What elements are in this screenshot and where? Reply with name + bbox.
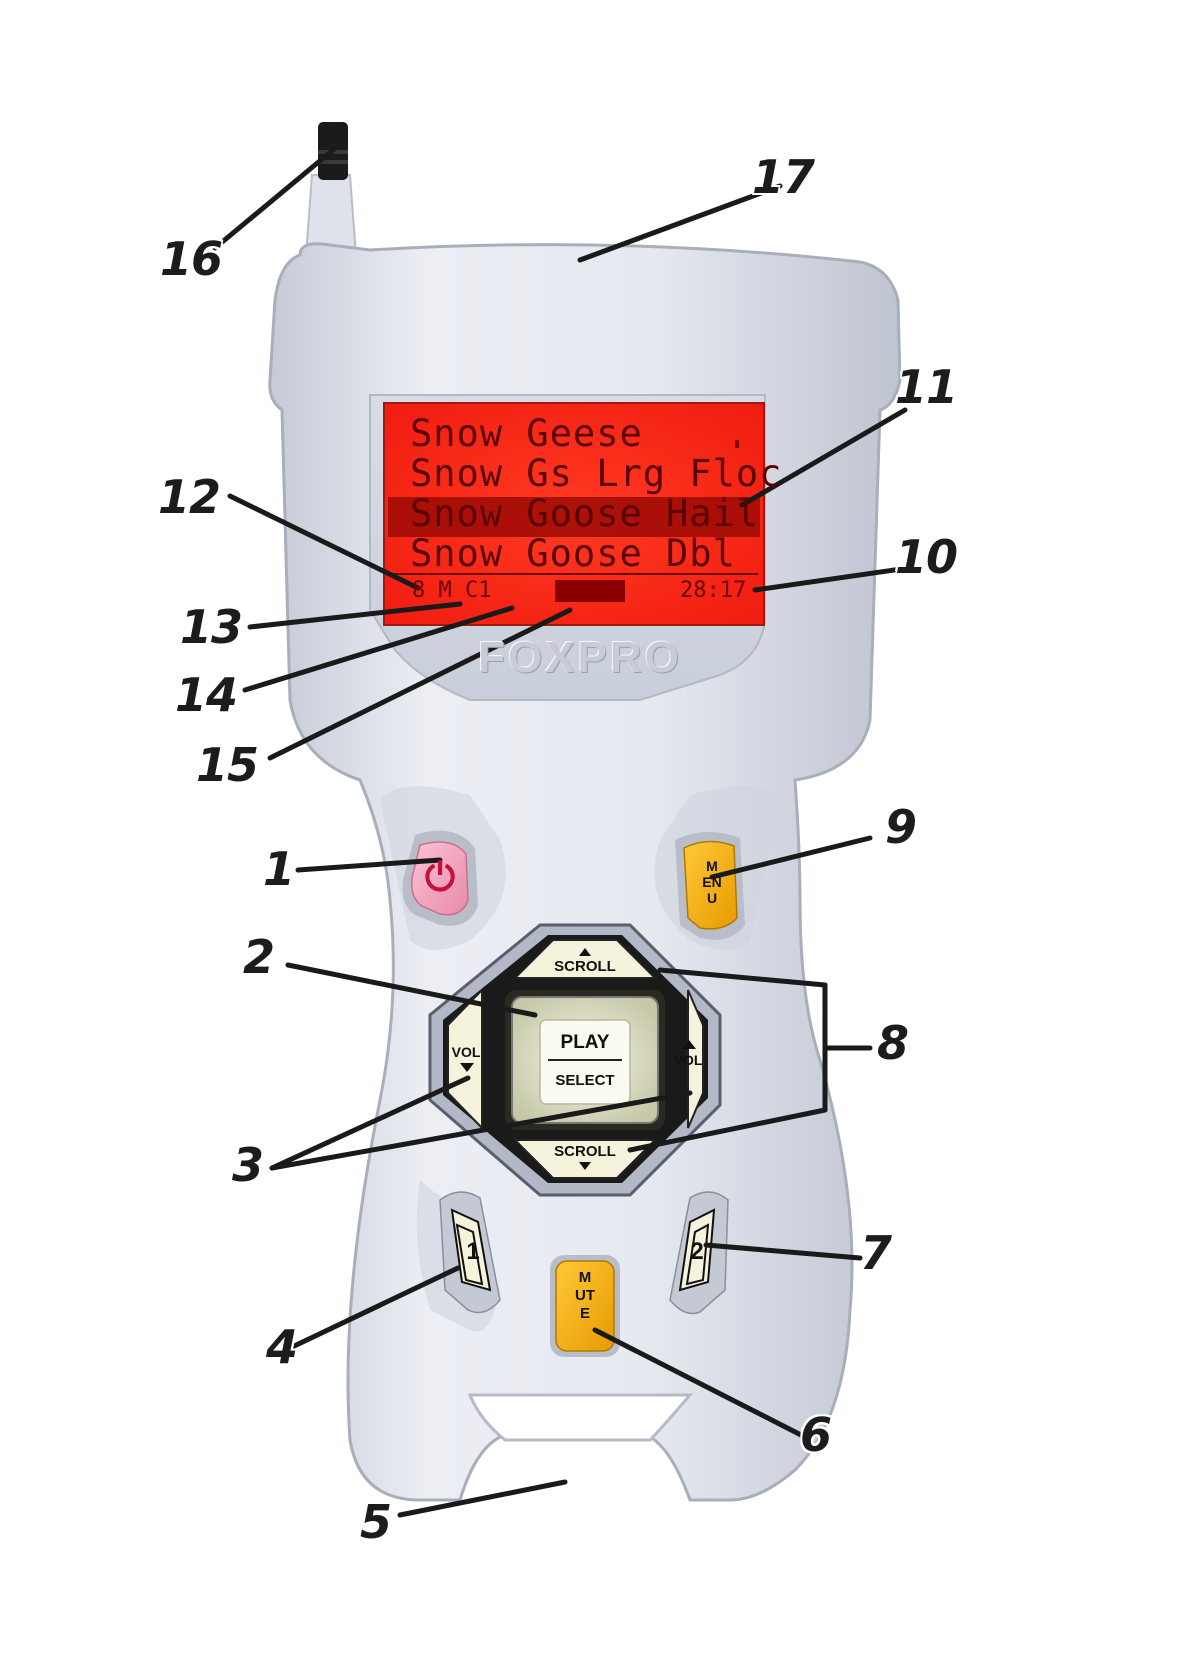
callout-3: 3 [232, 1138, 264, 1192]
callout-14: 14 [175, 668, 238, 722]
callout-7: 7 [860, 1226, 892, 1280]
vol-up-label: VOL [673, 1052, 703, 1068]
antenna [304, 122, 358, 264]
fav1-label: 1 [466, 1238, 480, 1265]
callout-9: 9 [885, 800, 917, 854]
menu-button[interactable]: MENU [688, 846, 736, 930]
lcd-line-4: Snow Goose Dbl [410, 532, 736, 575]
callout-15: 15 [196, 738, 259, 792]
play-select-button[interactable]: PLAY SELECT [540, 1020, 630, 1104]
scroll-down-button[interactable]: SCROLL [530, 1140, 640, 1178]
callout-16: 16 [160, 232, 223, 286]
callout-4: 4 [266, 1320, 298, 1374]
volume-up-button[interactable]: VOL [672, 1030, 706, 1090]
callout-2: 2 [243, 930, 275, 984]
callout-leader-lines [212, 137, 911, 1518]
menu-button-shape [675, 831, 745, 940]
favorite-1-button[interactable]: 1 [452, 1210, 492, 1292]
callout-11: 11 [895, 360, 958, 414]
brand-logo: FOXPRO [478, 633, 682, 682]
chevron-up-icon [682, 1040, 696, 1049]
callout-13: 13 [180, 600, 243, 654]
callout-5: 5 [360, 1495, 392, 1549]
favorite-2-button[interactable]: 2 [678, 1210, 718, 1292]
fav1-button-shape [439, 1191, 501, 1314]
lcd-status-left: 8 M C1 [412, 578, 492, 603]
scroll-down-label: SCROLL [554, 1143, 616, 1160]
menu-label: MENU [702, 858, 722, 906]
play-label: PLAY [560, 1032, 610, 1053]
scroll-up-key [512, 939, 658, 979]
power-icon: ⏻ [424, 857, 456, 899]
scroll-down-key [512, 1139, 658, 1179]
lcd-status-time: 28:17 [680, 578, 747, 603]
select-label: SELECT [555, 1072, 615, 1089]
callout-8: 8 [877, 1016, 909, 1070]
lcd-scroll-indicator [735, 440, 739, 448]
volume-down-button[interactable]: VOL [450, 1030, 484, 1090]
lcd-text-area: Snow Geese Snow Gs Lrg Floc Snow Goose H… [410, 408, 781, 578]
mute-button[interactable]: MUTE [556, 1261, 614, 1351]
lcd-battery-bar [555, 580, 625, 602]
callout-1: 1 [263, 842, 295, 896]
chevron-down-icon [460, 1063, 474, 1072]
vol-down-label: VOL [451, 1044, 481, 1060]
lcd-line-2: Snow Gs Lrg Floc [410, 452, 783, 495]
callout-12: 12 [158, 470, 221, 524]
scroll-up-button[interactable]: SCROLL [530, 940, 640, 978]
scroll-up-label: SCROLL [554, 958, 616, 975]
fav2-label: 2 [690, 1238, 704, 1265]
power-button[interactable]: ⏻ [412, 845, 468, 915]
fav2-button-shape [669, 1191, 729, 1315]
lcd-line-1: Snow Geese [410, 412, 643, 455]
mute-label: MUTE [575, 1269, 595, 1322]
callout-6: 6 [800, 1408, 832, 1462]
lcd-line-3-selected[interactable]: Snow Goose Hail [410, 492, 760, 535]
callout-10: 10 [895, 530, 958, 584]
lanyard-loop-opening [467, 1393, 694, 1442]
callout-17: 17 [752, 150, 815, 204]
lcd-selected-row [388, 497, 760, 537]
